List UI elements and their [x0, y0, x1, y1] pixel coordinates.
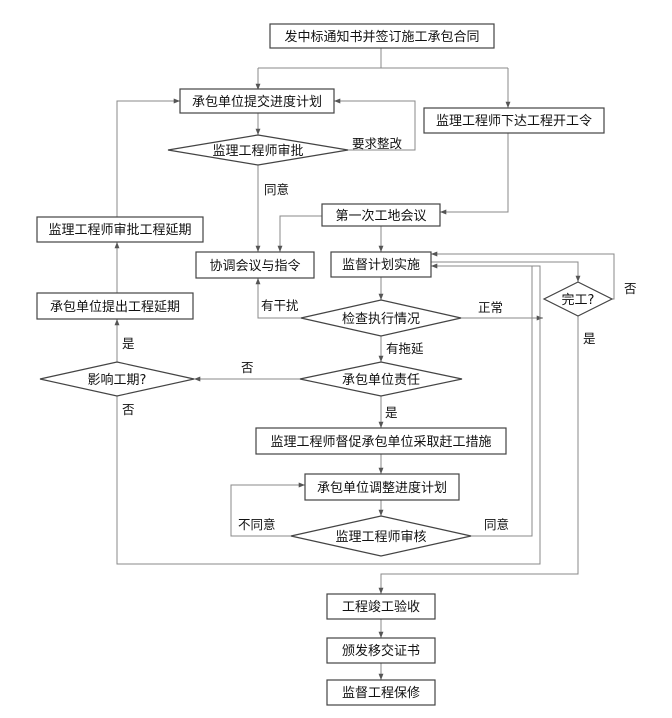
node-affects-q: 影响工期? — [88, 372, 147, 388]
node-certificate-box — [326, 637, 436, 664]
edge-labels: 要求整改 同意 否 有干扰 正常 是 是 否 有拖延 否 是 不同意 同意 — [122, 136, 637, 532]
node-start-order: 监理工程师下达工程开工令 — [436, 114, 592, 129]
arrow-to-first-meeting — [440, 133, 509, 215]
arrow-check-interference — [255, 278, 301, 319]
node-warranty-box — [326, 679, 436, 706]
label-disagree: 不同意 — [238, 517, 276, 532]
node-supervise-impl-box — [330, 251, 432, 278]
arrow-to-completed — [431, 261, 581, 282]
label-no-mid: 否 — [241, 360, 254, 375]
connectors — [114, 48, 615, 680]
arrow-affects-no — [116, 263, 541, 565]
node-contractor-extension-box — [36, 292, 194, 320]
arrow-review-agree — [471, 266, 533, 537]
node-acceptance-box — [326, 593, 436, 620]
node-check-execution-shape — [300, 299, 462, 337]
label-rectify: 要求整改 — [352, 136, 403, 151]
node-contractor-extension: 承包单位提出工程延期 — [50, 299, 180, 315]
nodes: 发中标通知书并签订施工承包合同 承包单位提交进度计划 监理工程师下达工程开工令 … — [36, 23, 614, 706]
label-delay: 有拖延 — [386, 341, 424, 356]
node-coord-meeting: 协调会议与指令 — [209, 259, 300, 274]
label-yes-left: 是 — [122, 336, 135, 351]
node-warranty: 监督工程保修 — [342, 686, 420, 701]
node-submit-plan-box — [179, 88, 335, 114]
node-completed-q: 完工? — [562, 293, 595, 308]
node-start-box — [269, 23, 495, 49]
node-adjust-plan-box — [304, 473, 460, 501]
label-normal: 正常 — [478, 300, 503, 315]
node-engineer-review: 监理工程师审核 — [335, 530, 426, 545]
node-acceptance: 工程竣工验收 — [342, 599, 420, 615]
node-completed-q-shape — [542, 281, 614, 317]
node-start: 发中标通知书并签订施工承包合同 — [284, 29, 479, 45]
arrow-extension-to-submit — [116, 98, 180, 217]
node-engineer-approve: 监理工程师审批 — [212, 144, 303, 159]
arrow-rectify-loop — [334, 98, 416, 151]
node-certificate: 颁发移交证书 — [342, 643, 420, 659]
node-urge-measures: 监理工程师督促承包单位采取赶工措施 — [270, 435, 491, 450]
node-start-order-box — [423, 107, 605, 134]
node-check-execution: 检查执行情况 — [342, 312, 420, 327]
node-extension-approval: 监理工程师审批工程延期 — [48, 223, 191, 238]
node-submit-plan: 承包单位提交进度计划 — [192, 94, 322, 110]
label-yes-right: 是 — [583, 331, 596, 346]
label-agree-2: 同意 — [484, 517, 509, 532]
node-engineer-approve-shape — [167, 134, 349, 166]
node-coord-meeting-box — [195, 251, 315, 279]
label-no-top: 否 — [624, 281, 637, 296]
node-supervise-impl: 监督计划实施 — [342, 258, 420, 273]
node-contractor-resp-shape — [299, 361, 463, 397]
label-yes-mid: 是 — [385, 405, 398, 420]
arrow-completed-yes — [378, 316, 579, 594]
node-extension-approval-box — [36, 216, 204, 243]
node-first-meeting-box — [321, 203, 441, 227]
label-no-left: 否 — [122, 402, 135, 417]
arrow-first-to-coord — [277, 215, 322, 252]
node-adjust-plan: 承包单位调整进度计划 — [317, 480, 447, 496]
node-contractor-resp: 承包单位责任 — [342, 373, 420, 388]
node-affects-q-shape — [39, 361, 195, 397]
node-first-meeting: 第一次工地会议 — [335, 208, 426, 224]
node-urge-measures-box — [255, 427, 507, 455]
arrow-review-disagree — [230, 482, 305, 537]
label-interference: 有干扰 — [261, 298, 299, 313]
node-engineer-review-shape — [290, 515, 472, 557]
label-agree-1: 同意 — [264, 182, 289, 197]
